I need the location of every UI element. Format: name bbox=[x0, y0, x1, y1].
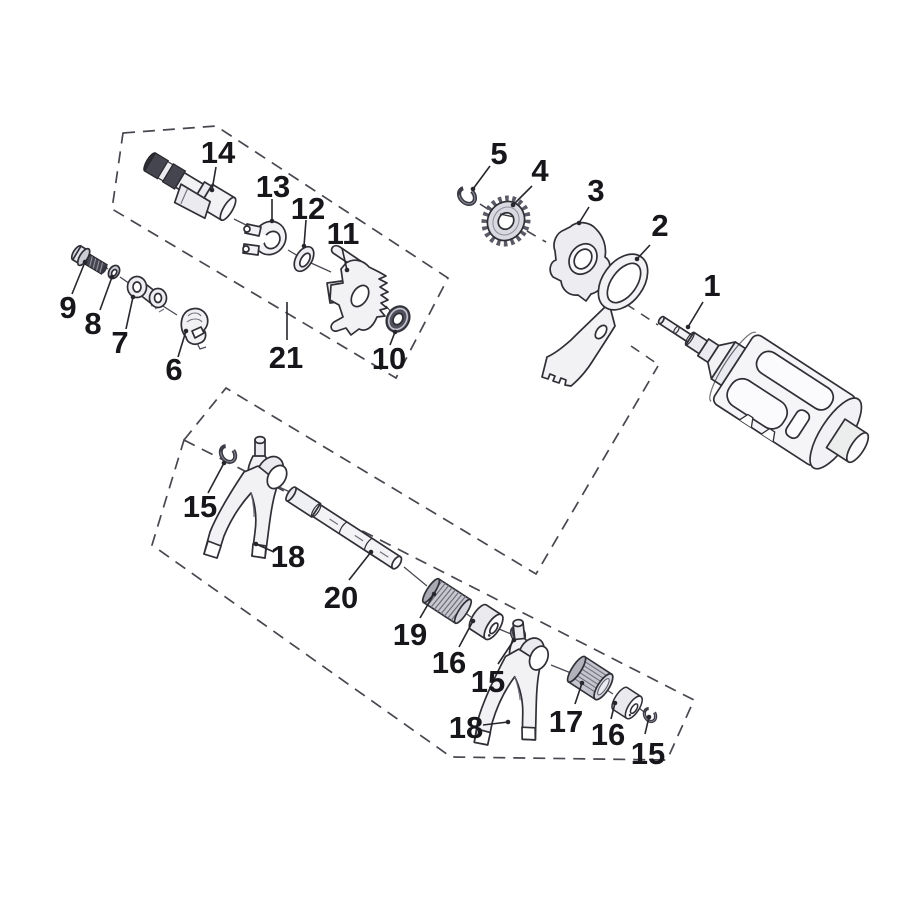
callout-label-2: 2 bbox=[651, 208, 668, 243]
part-11-ratchet-cam-plate bbox=[326, 244, 389, 336]
callout-label-10: 10 bbox=[372, 341, 406, 376]
part-20-fork-shaft bbox=[285, 486, 403, 570]
callout-label-7: 7 bbox=[111, 325, 128, 360]
callout-label-1: 1 bbox=[703, 268, 720, 303]
callout-leader-lines bbox=[71, 165, 704, 735]
part-2-shift-arm bbox=[541, 253, 649, 387]
callout-label-15b: 15 bbox=[471, 664, 505, 699]
part-19-spring bbox=[421, 577, 473, 625]
callout-label-12: 12 bbox=[291, 191, 325, 226]
callout-label-21: 21 bbox=[269, 340, 303, 375]
lower-assembly-outline bbox=[151, 365, 696, 761]
part-3-cam-stopper-plate bbox=[549, 221, 611, 302]
part-6-pawl-clip bbox=[180, 307, 209, 350]
part-9-bolt bbox=[70, 244, 108, 275]
callout-label-16b: 16 bbox=[591, 717, 625, 752]
callout-label-15c: 15 bbox=[631, 736, 665, 771]
part-13-shift-guide-claw bbox=[242, 220, 287, 256]
callout-label-9: 9 bbox=[59, 290, 76, 325]
callout-label-20: 20 bbox=[324, 580, 358, 615]
callout-label-17: 17 bbox=[549, 704, 583, 739]
callout-label-11: 11 bbox=[327, 216, 360, 251]
callout-label-19: 19 bbox=[393, 617, 427, 652]
callout-label-4: 4 bbox=[531, 153, 549, 188]
callout-labels: 14 13 12 11 10 21 9 8 7 6 5 4 3 2 1 15 1… bbox=[59, 135, 720, 771]
callout-label-8: 8 bbox=[84, 306, 101, 341]
callout-label-18b: 18 bbox=[449, 710, 483, 745]
part-1-shift-drum bbox=[657, 315, 870, 470]
upper-assembly-outline bbox=[111, 125, 450, 380]
part-15-circlip-a bbox=[215, 441, 241, 467]
callout-label-3: 3 bbox=[587, 173, 604, 208]
part-7-stopper-link-plate bbox=[126, 275, 168, 313]
callout-label-14: 14 bbox=[201, 135, 236, 170]
part-4-pinion-gear bbox=[481, 195, 531, 247]
part-12-washer bbox=[293, 245, 315, 273]
callout-label-18a: 18 bbox=[271, 539, 305, 574]
callout-label-15a: 15 bbox=[183, 489, 217, 524]
callout-label-16a: 16 bbox=[432, 645, 466, 680]
part-17-spline-bushing bbox=[566, 655, 614, 701]
callout-label-5: 5 bbox=[490, 136, 507, 171]
part-10-bearing-ring bbox=[385, 305, 411, 333]
callout-label-6: 6 bbox=[165, 352, 182, 387]
callout-label-13: 13 bbox=[256, 169, 290, 204]
part-14-gear-shift-spindle bbox=[143, 152, 237, 222]
